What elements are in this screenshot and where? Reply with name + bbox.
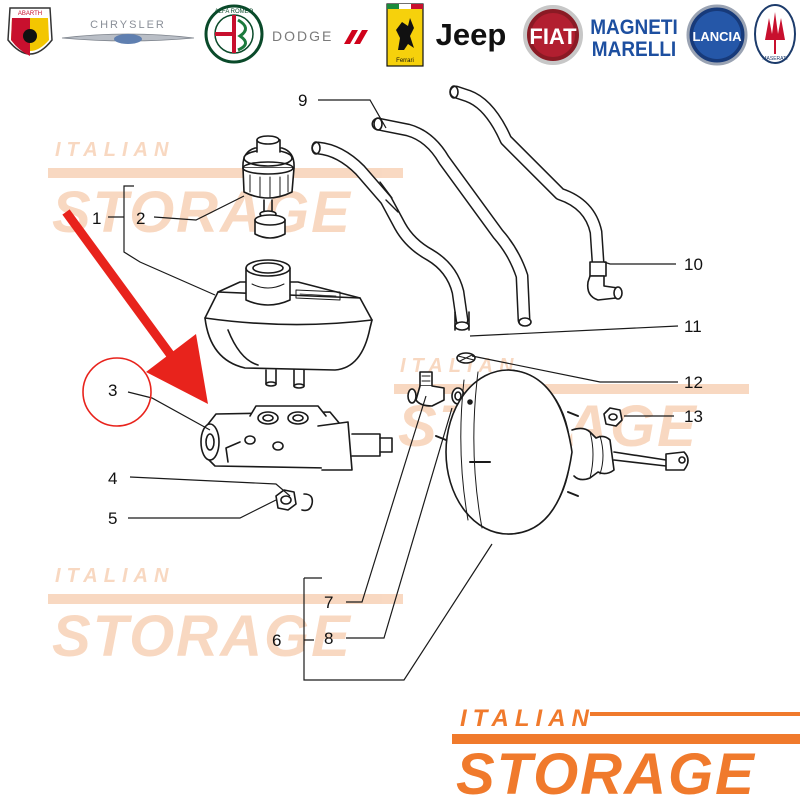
svg-text:MAGNETI: MAGNETI: [590, 16, 678, 39]
callout-10[interactable]: 10: [684, 255, 703, 274]
callout-9[interactable]: 9: [298, 91, 307, 110]
watermark-group: ITALIAN STORAGE ITALIAN STORAGE ITALIAN …: [48, 139, 749, 669]
callout-labels: 1 2 3 4 5 6 7 8 9 10 11 12 13: [92, 91, 703, 650]
part-3-master-cylinder[interactable]: [200, 405, 393, 471]
chrysler-logo[interactable]: CHRYSLER: [61, 19, 195, 44]
dodge-logo-text: DODGE: [272, 28, 333, 44]
part-2-reservoir-cap[interactable]: [242, 135, 295, 239]
part-6-brake-booster[interactable]: [435, 369, 689, 535]
fiat-logo-text: FIAT: [529, 24, 577, 49]
parts-drawing: [200, 85, 689, 535]
alfa-romeo-logo-text: ALFA ROMEO: [215, 9, 254, 15]
watermark-3-storage: STORAGE: [52, 604, 352, 669]
callout-13[interactable]: 13: [684, 407, 703, 426]
highlight-circle: [82, 357, 152, 427]
watermark-1-italian: ITALIAN: [55, 139, 174, 161]
abarth-logo-text: ABARTH: [18, 11, 42, 17]
part-1-reservoir[interactable]: [204, 259, 373, 389]
callout-2[interactable]: 2: [136, 209, 145, 228]
part-13-nut[interactable]: [603, 407, 623, 427]
leader-lines: [108, 99, 679, 681]
part-4-5-nut-washer[interactable]: [275, 489, 314, 512]
watermark-1: ITALIAN STORAGE: [48, 139, 403, 245]
callout-12[interactable]: 12: [684, 373, 703, 392]
brand-logo-bar: ABARTH CHRYSLER ALFA ROMEO DODGE: [7, 3, 796, 76]
watermark-3: ITALIAN STORAGE: [48, 565, 403, 669]
callout-7[interactable]: 7: [324, 593, 333, 612]
fiat-logo[interactable]: FIAT: [523, 5, 583, 65]
dodge-logo[interactable]: DODGE: [272, 28, 368, 44]
part-9-vacuum-hose[interactable]: [311, 117, 532, 331]
jeep-logo[interactable]: Jeep: [436, 17, 507, 52]
callout-8[interactable]: 8: [324, 629, 333, 648]
callout-6[interactable]: 6: [272, 631, 281, 650]
maserati-logo-text: MASERATI: [762, 56, 787, 62]
footer-logo: ITALIAN STORAGE: [452, 705, 800, 800]
callout-11[interactable]: 11: [684, 317, 702, 336]
chrysler-logo-text: CHRYSLER: [90, 19, 166, 31]
part-12-clamp[interactable]: [456, 352, 476, 364]
svg-text:MARELLI: MARELLI: [592, 38, 676, 61]
part-7-check-valve[interactable]: [407, 371, 445, 407]
magneti-marelli-logo-text: MAGNETI MARELLI: [629, 73, 639, 76]
callout-5[interactable]: 5: [108, 509, 117, 528]
lancia-logo[interactable]: LANCIA: [686, 4, 748, 66]
jeep-logo-text: Jeep: [436, 17, 507, 52]
magneti-marelli-logo[interactable]: MAGNETI MARELLI MAGNETI MARELLI: [590, 16, 678, 76]
highlight-marker: [62, 209, 208, 427]
callout-4[interactable]: 4: [108, 469, 117, 488]
alfa-romeo-logo[interactable]: ALFA ROMEO: [204, 4, 264, 64]
highlight-arrow-head: [146, 334, 208, 404]
watermark-1-storage: STORAGE: [52, 180, 352, 245]
lancia-logo-text: LANCIA: [692, 29, 742, 44]
maserati-logo[interactable]: MASERATI: [754, 4, 796, 64]
ferrari-logo-text: Ferrari: [396, 58, 414, 64]
part-10-vacuum-hose-elbow[interactable]: [449, 85, 623, 301]
callout-1[interactable]: 1: [92, 209, 101, 228]
footer-logo-italian: ITALIAN: [460, 705, 595, 732]
callout-3[interactable]: 3: [108, 381, 117, 400]
ferrari-logo[interactable]: Ferrari: [386, 3, 424, 67]
abarth-logo[interactable]: ABARTH: [7, 7, 53, 56]
footer-logo-storage: STORAGE: [456, 742, 756, 800]
watermark-3-italian: ITALIAN: [55, 565, 174, 587]
